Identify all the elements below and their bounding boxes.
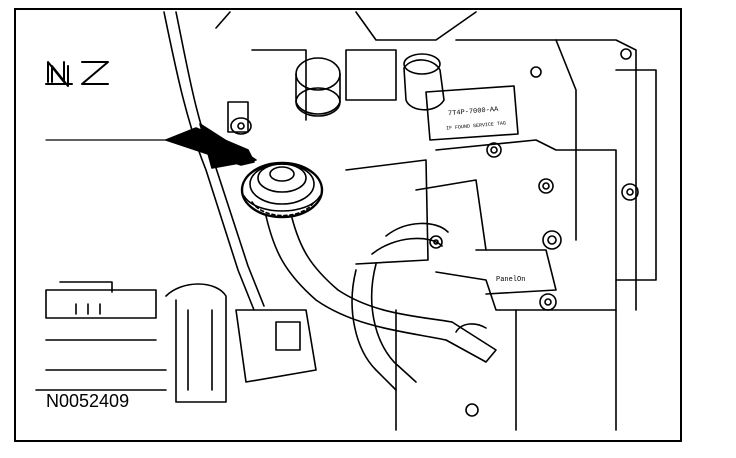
north-orientation-icon	[45, 61, 109, 87]
figure-id-label: N0052409	[44, 391, 132, 411]
transmission-housing	[345, 39, 657, 431]
component-label: PanelOn	[496, 276, 526, 284]
filler-tube	[265, 215, 497, 363]
bolts	[429, 48, 639, 417]
fill-cap	[240, 161, 324, 219]
engine-line-drawing	[35, 11, 657, 431]
label-plate	[425, 85, 519, 141]
arrow-icon	[45, 123, 257, 169]
wiring-harness	[35, 281, 317, 403]
upper-components	[251, 11, 477, 121]
lower-tube	[351, 222, 449, 391]
diagram-frame: 7T4P-7000-AA IF FOUND SERVICE TAG PanelO…	[14, 8, 682, 442]
